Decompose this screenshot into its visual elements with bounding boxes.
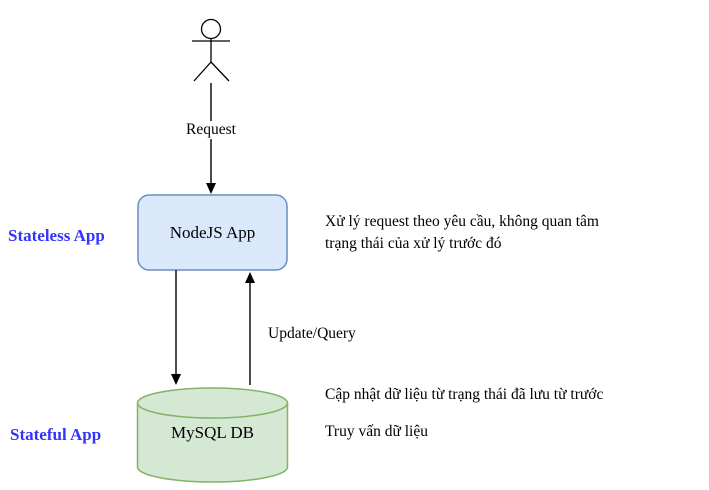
stateful-description-query: Truy vấn dữ liệu <box>325 423 428 440</box>
person-icon <box>192 18 230 82</box>
person-leg-left <box>193 61 212 82</box>
update-query-edge-label: Update/Query <box>268 325 356 342</box>
request-arrowhead <box>206 183 216 194</box>
person-head <box>200 18 222 40</box>
stateless-description: Xử lý request theo yêu cầu, không quan t… <box>325 211 599 255</box>
nodejs-app-node <box>138 195 287 270</box>
query-arrow-up <box>245 272 255 385</box>
mysql-db-label: MySQL DB <box>171 423 254 442</box>
query-arrowhead <box>245 272 255 283</box>
stateful-app-label: Stateful App <box>10 425 102 444</box>
db-cylinder-top-arc <box>136 402 289 419</box>
request-edge-label: Request <box>183 121 239 139</box>
stateless-app-label: Stateless App <box>8 226 105 245</box>
stateless-description-line2: trạng thái của xử lý trước đó <box>325 235 502 252</box>
stateful-description-update: Cập nhật dữ liệu từ trạng thái đã lưu từ… <box>325 386 604 403</box>
nodejs-app-node-border <box>137 194 288 271</box>
db-cylinder-outline <box>136 387 289 483</box>
nodejs-app-label: NodeJS App <box>169 222 256 242</box>
stateless-description-line1: Xử lý request theo yêu cầu, không quan t… <box>325 213 599 230</box>
person-leg-right <box>210 61 230 82</box>
update-arrow-down <box>171 270 181 385</box>
db-cylinder-body <box>137 388 288 483</box>
update-arrowhead <box>171 374 181 385</box>
mysql-db-node <box>136 387 289 483</box>
